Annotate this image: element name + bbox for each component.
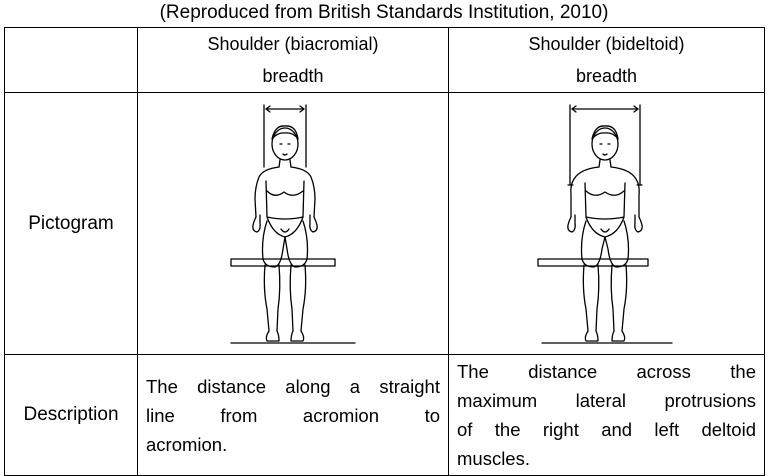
header-biacromial-line2: breadth bbox=[262, 66, 324, 86]
header-row: Shoulder (biacromial) breadth Shoulder (… bbox=[4, 27, 765, 93]
anthropometric-table: Shoulder (biacromial) breadth Shoulder (… bbox=[4, 27, 765, 476]
description-bideltoid-line3: of the right and left deltoid bbox=[457, 419, 756, 440]
pictogram-biacromial bbox=[230, 103, 356, 344]
description-bideltoid-line4: muscles. bbox=[457, 448, 530, 469]
description-row-label: Description bbox=[4, 354, 138, 476]
description-bideltoid-line1: The distance across the bbox=[457, 361, 756, 382]
header-biacromial: Shoulder (biacromial) breadth bbox=[137, 27, 449, 93]
pictogram-biacromial-cell bbox=[137, 92, 449, 355]
pictogram-bideltoid-cell bbox=[448, 92, 765, 355]
header-empty-cell bbox=[4, 27, 138, 93]
header-bideltoid: Shoulder (bideltoid) breadth bbox=[448, 27, 765, 93]
description-biacromial-line1: The distance along a straight bbox=[146, 375, 440, 397]
description-bideltoid-line2: maximum lateral protrusions bbox=[457, 390, 756, 411]
header-biacromial-line1: Shoulder (biacromial) bbox=[207, 34, 379, 54]
description-bideltoid: The distance across the maximum lateral … bbox=[448, 354, 765, 476]
pictogram-row: Pictogram bbox=[4, 92, 765, 355]
pictogram-bideltoid bbox=[536, 103, 673, 344]
header-bideltoid-line1: Shoulder (bideltoid) bbox=[528, 34, 685, 54]
description-biacromial-line2: line from acromion to bbox=[146, 404, 440, 426]
header-bideltoid-line2: breadth bbox=[575, 66, 638, 86]
table-caption: (Reproduced from British Standards Insti… bbox=[159, 2, 609, 23]
pictogram-row-label: Pictogram bbox=[4, 92, 138, 355]
description-biacromial-line3: acromion. bbox=[146, 433, 228, 455]
description-row: Description The distance along a straigh… bbox=[4, 354, 765, 476]
description-biacromial: The distance along a straight line from … bbox=[137, 354, 449, 476]
